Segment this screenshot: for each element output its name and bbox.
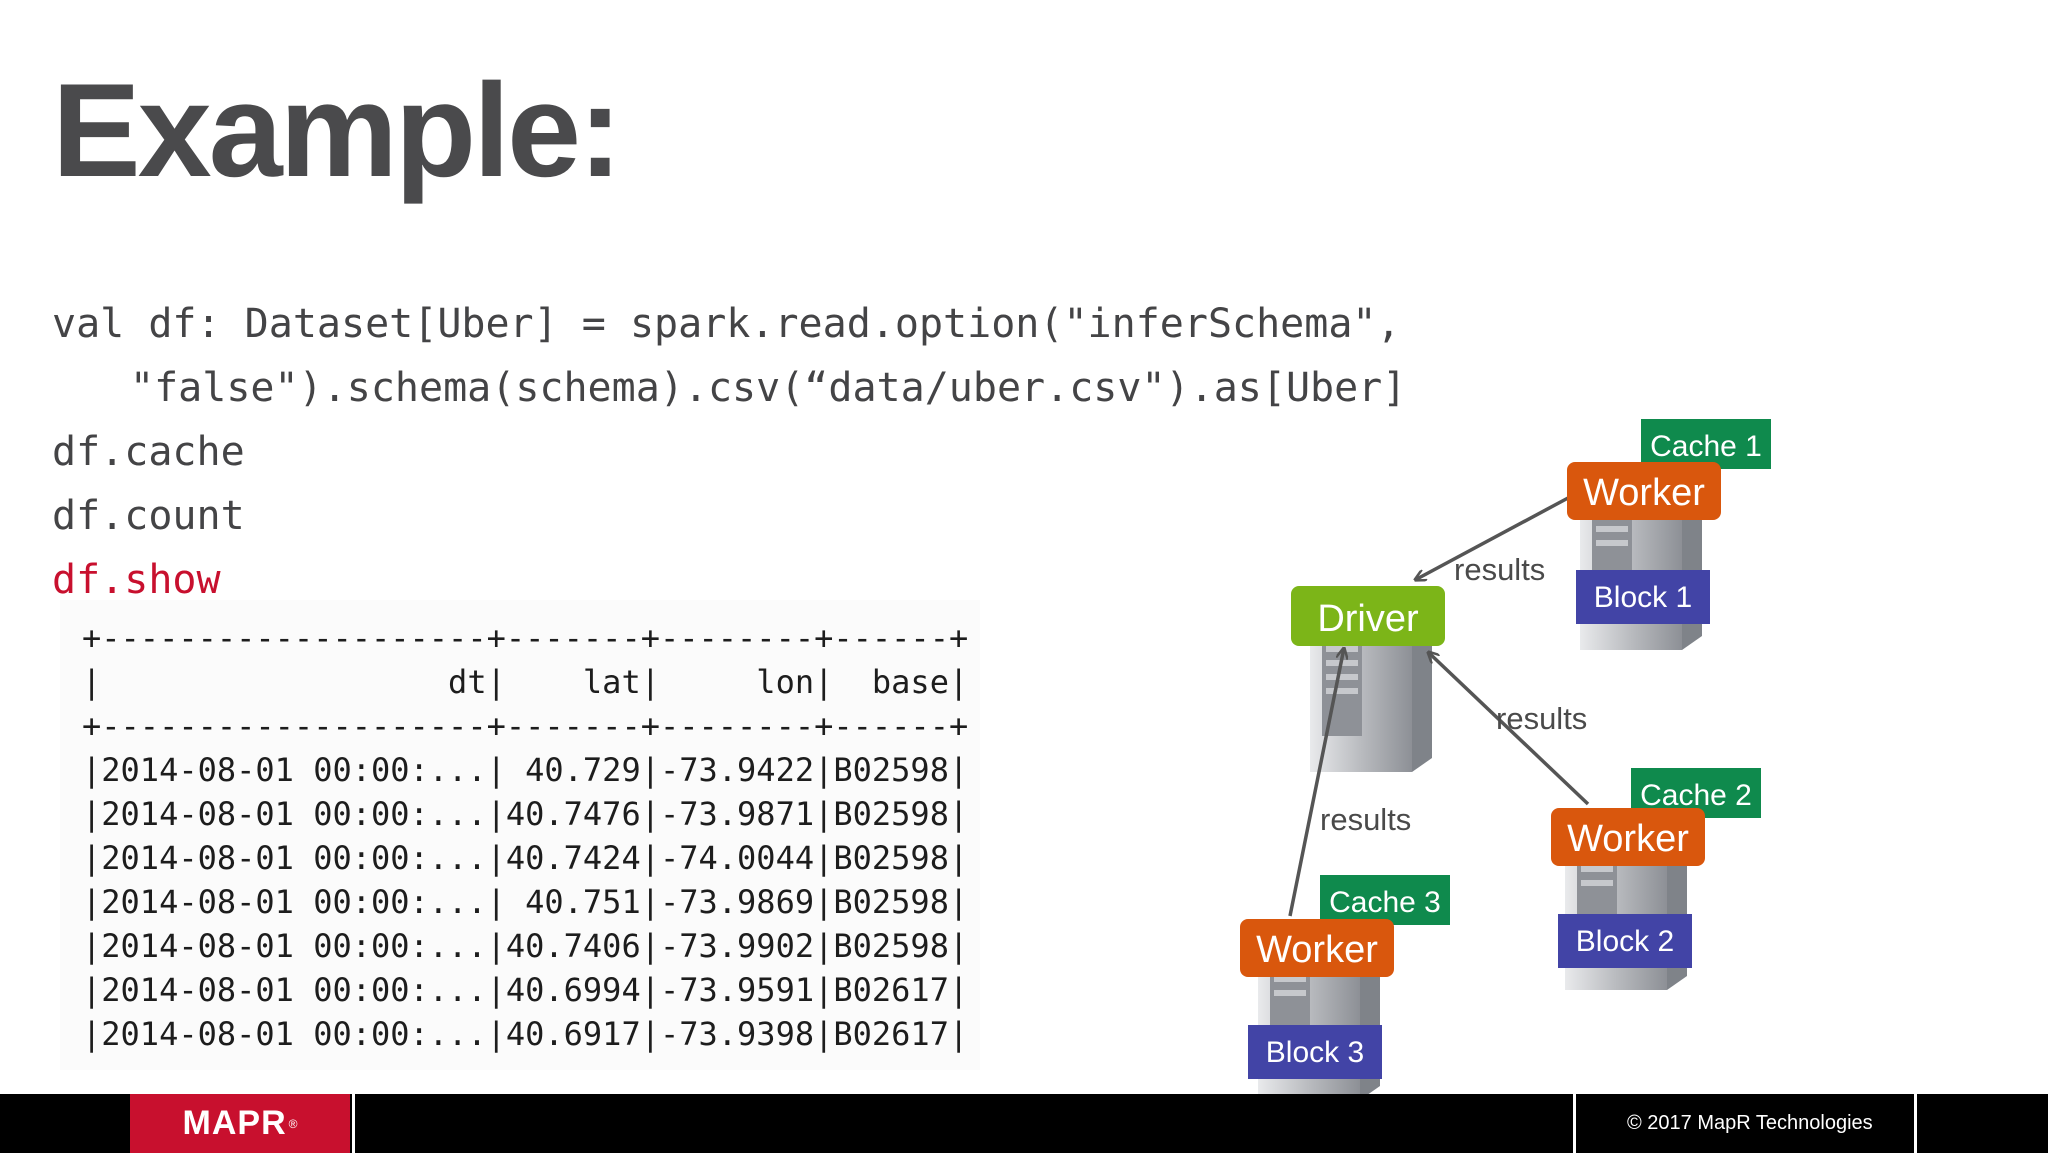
table-row: |2014-08-01 00:00:...| 40.729|-73.9422|B… [82,751,969,789]
logo-registered-mark: ® [288,1116,298,1131]
results-label: results [1454,552,1545,587]
block-2-label: Block 2 [1576,925,1674,958]
block-1-label: Block 1 [1594,581,1692,614]
cache-3-label: Cache 3 [1329,886,1441,919]
code-line: df.cache [52,429,245,475]
table-row: |2014-08-01 00:00:...|40.7476|-73.9871|B… [82,795,969,833]
driver-label: Driver [1317,598,1419,640]
mapr-logo: MAPR® [130,1094,350,1153]
cache-1-box: Cache 1 [1639,417,1773,471]
results-arrow-2 [1428,652,1590,806]
worker-3-box: Worker [1240,919,1394,977]
worker-2-box: Worker [1551,808,1705,866]
worker-3-label: Worker [1256,929,1378,971]
results-label: results [1320,802,1411,837]
block-1-box: Block 1 [1576,570,1710,624]
table-row: |2014-08-01 00:00:...|40.7424|-74.0044|B… [82,839,969,877]
table-border-line: +--------------------+-------+--------+-… [82,619,969,657]
table-border-line: +--------------------+-------+--------+-… [82,707,969,745]
code-line: "false").schema(schema).csv(“data/uber.c… [130,365,1407,411]
block-2-box: Block 2 [1558,914,1692,968]
code-block: val df: Dataset[Uber] = spark.read.optio… [52,292,1406,612]
cache-3-box: Cache 3 [1318,873,1452,927]
cache-1-label: Cache 1 [1650,430,1762,463]
footer-divider [1914,1094,1917,1153]
worker-1-label: Worker [1583,472,1705,514]
footer-divider [1573,1094,1576,1153]
code-line: val df: Dataset[Uber] = spark.read.optio… [52,301,1401,347]
code-line-highlighted: df.show [52,557,221,603]
table-row: |2014-08-01 00:00:...| 40.751|-73.9869|B… [82,883,969,921]
block-3-label: Block 3 [1266,1036,1364,1069]
dataframe-output: +--------------------+-------+--------+-… [60,600,980,1070]
driver-box: Driver [1291,586,1445,646]
worker-2-label: Worker [1567,818,1689,860]
table-header-row: | dt| lat| lon| base| [82,663,969,701]
results-arrow-3 [1288,648,1344,917]
cache-2-box: Cache 2 [1629,766,1763,820]
table-row: |2014-08-01 00:00:...|40.6994|-73.9591|B… [82,971,969,1009]
results-arrow-1 [1415,496,1569,580]
footer-bar: MAPR® © 2017 MapR Technologies [0,1094,2048,1153]
logo-text: MAPR [182,1104,287,1142]
table-row: |2014-08-01 00:00:...|40.7406|-73.9902|B… [82,927,969,965]
slide-title: Example: [52,57,622,205]
results-label: results [1496,701,1587,736]
copyright-text: © 2017 MapR Technologies [1627,1112,1873,1134]
footer-divider [352,1094,355,1153]
table-row: |2014-08-01 00:00:...|40.6917|-73.9398|B… [82,1015,969,1053]
block-3-box: Block 3 [1248,1025,1382,1079]
worker-1-box: Worker [1567,462,1721,520]
code-line: df.count [52,493,245,539]
cache-2-label: Cache 2 [1640,779,1752,812]
